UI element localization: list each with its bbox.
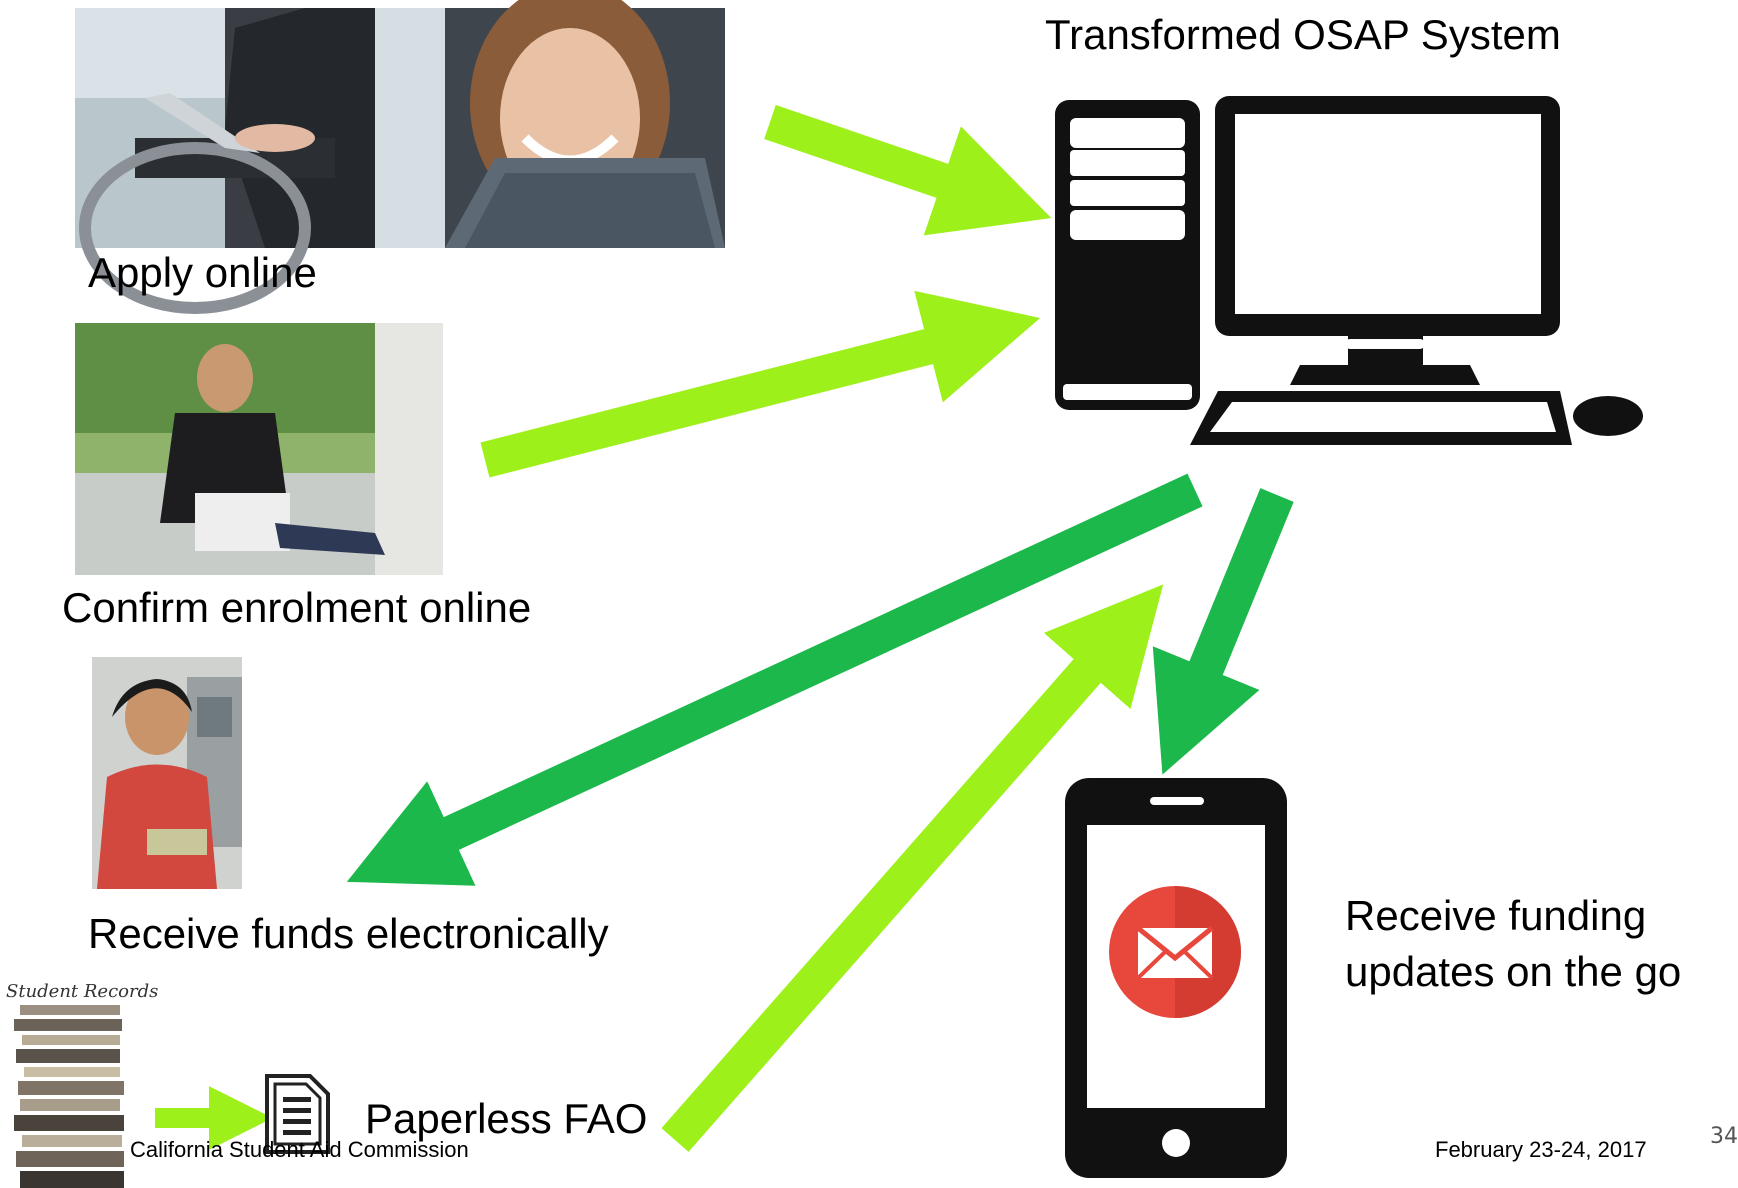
photo-smiling-woman bbox=[375, 0, 725, 248]
photo-student-laptop bbox=[75, 323, 443, 575]
label-updates-line1: Receive funding bbox=[1345, 892, 1647, 939]
document-icon bbox=[265, 1074, 330, 1154]
label-receive-funds: Receive funds electronically bbox=[88, 910, 609, 957]
label-apply-online: Apply online bbox=[88, 249, 317, 296]
label-paperless-fao: Paperless FAO bbox=[365, 1095, 648, 1142]
footer-date: February 23-24, 2017 bbox=[1435, 1137, 1647, 1162]
photo-man-cash bbox=[92, 657, 242, 889]
arrow-system-to-funds bbox=[346, 473, 1203, 886]
records-caption: Student Records bbox=[6, 981, 159, 1002]
arrow-paperless-to-system bbox=[661, 584, 1164, 1152]
arrow-system-to-phone bbox=[1152, 488, 1294, 775]
page-number: 34 bbox=[1710, 1124, 1738, 1149]
label-updates-line2: updates on the go bbox=[1345, 948, 1682, 995]
arrow-apply-to-system bbox=[764, 104, 1052, 236]
arrow-confirm-to-system bbox=[480, 290, 1041, 478]
photo-wheelchair-laptop bbox=[75, 8, 375, 314]
footer-org: California Student Aid Commission bbox=[130, 1137, 469, 1162]
label-confirm-enrolment: Confirm enrolment online bbox=[62, 584, 532, 631]
computer-icon bbox=[1055, 96, 1643, 445]
photo-student-records-stack bbox=[0, 975, 135, 1188]
system-title: Transformed OSAP System bbox=[1045, 11, 1561, 58]
mail-icon bbox=[1109, 886, 1241, 1018]
